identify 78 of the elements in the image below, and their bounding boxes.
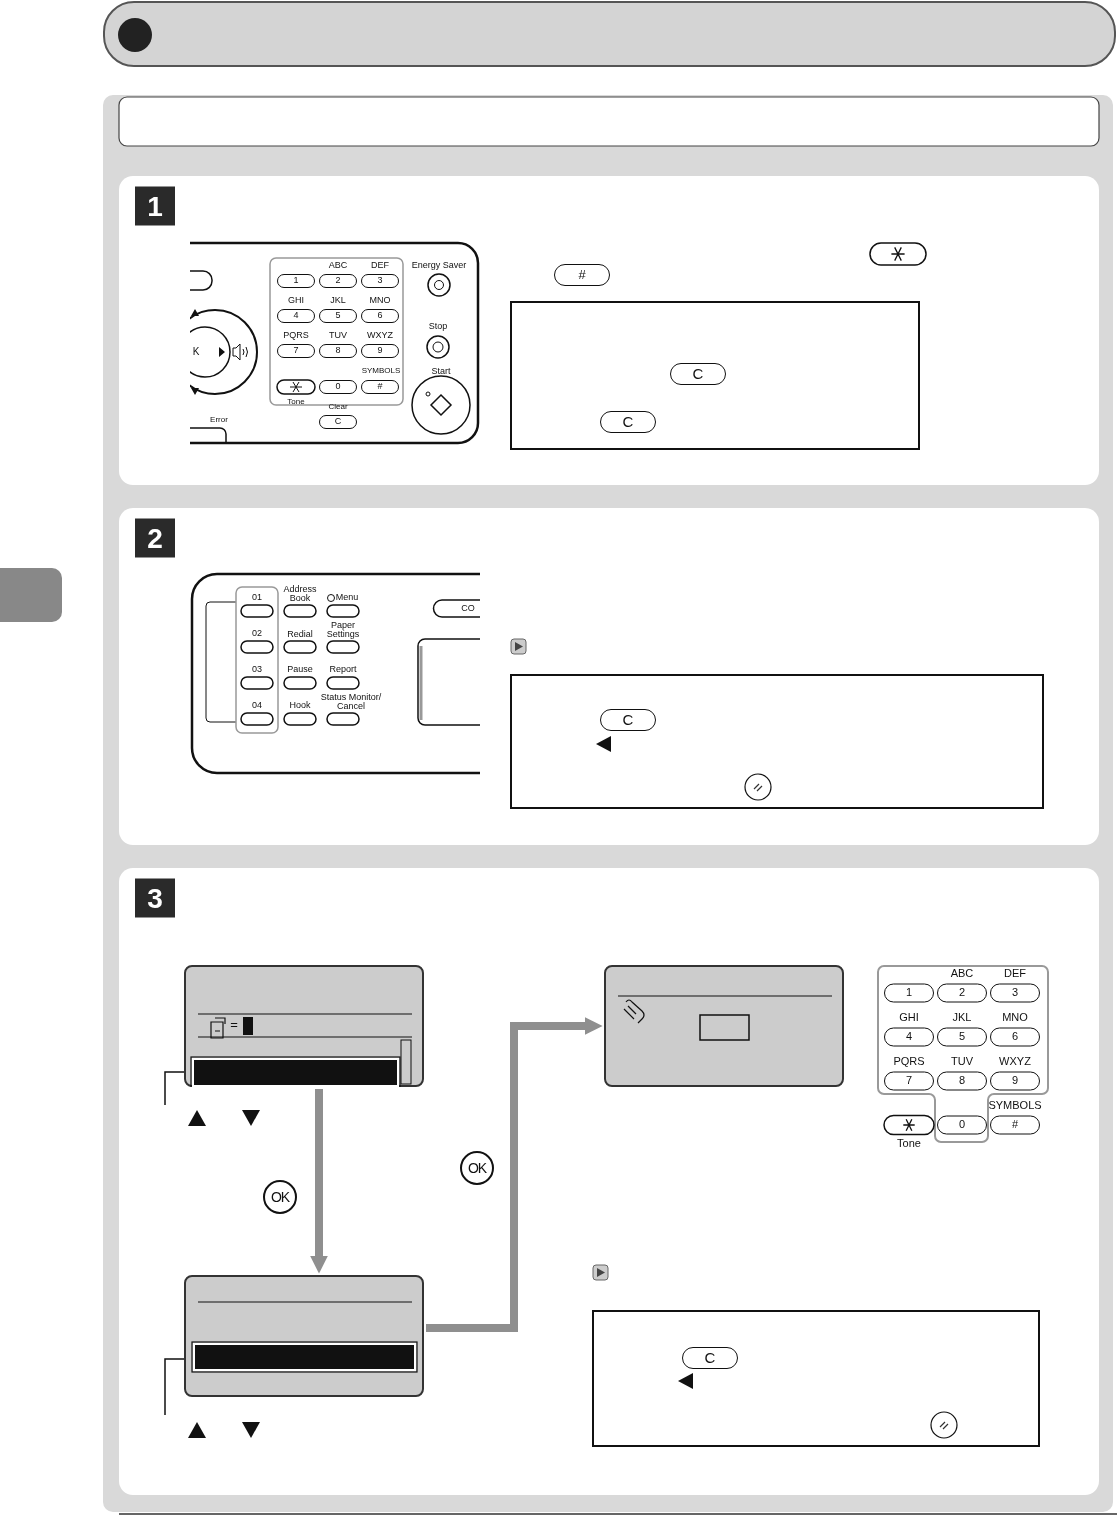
flow-arrow <box>310 1089 328 1274</box>
key-button: C <box>319 415 357 429</box>
screen-text: = <box>230 1018 238 1032</box>
key-button: C <box>600 709 656 731</box>
key-button: 6 <box>990 1027 1040 1047</box>
key-button: 5 <box>937 1027 987 1047</box>
lcd-screen <box>604 965 844 1087</box>
key-button: 1 <box>277 274 315 288</box>
button-label: Energy Saver <box>411 261 467 271</box>
key-button: 3 <box>361 274 399 288</box>
key-label: Report <box>329 665 357 675</box>
key-button: C <box>670 363 726 385</box>
key-button: 4 <box>884 1027 934 1047</box>
button-label: Clear <box>328 402 348 412</box>
key-letters: PQRS <box>893 1056 925 1068</box>
key-button: 9 <box>361 344 399 358</box>
key-button: 0 <box>937 1115 987 1135</box>
key-label: Pause <box>287 665 313 675</box>
lcd-screen <box>184 965 424 1087</box>
key-letters: DEF <box>1004 968 1026 980</box>
key-button: 7 <box>277 344 315 358</box>
key-label: 02 <box>252 629 262 639</box>
key-letters: SYMBOLS <box>361 366 401 376</box>
key-button: # <box>554 264 610 286</box>
key-button: 4 <box>277 309 315 323</box>
button-label: Start <box>431 367 451 377</box>
key-label: Menu <box>335 593 359 603</box>
step-number: 1 <box>135 186 175 226</box>
key-button: # <box>361 380 399 394</box>
key-button: C <box>600 411 656 433</box>
key-button: 2 <box>319 274 357 288</box>
leader-line <box>164 1071 185 1106</box>
key-letters: Tone <box>287 397 305 407</box>
key-letters: ABC <box>328 261 348 271</box>
key-letters: TUV <box>329 331 347 341</box>
step-number: 2 <box>135 518 175 558</box>
key-button: 7 <box>884 1071 934 1091</box>
key-button: C <box>682 1347 738 1369</box>
key-label: Hook <box>289 701 311 711</box>
key-button: 0 <box>319 380 357 394</box>
key-button: 9 <box>990 1071 1040 1091</box>
key-button: 6 <box>361 309 399 323</box>
key-button: # <box>990 1115 1040 1135</box>
step-number: 3 <box>135 878 175 918</box>
leader-line <box>164 1358 185 1416</box>
key-button: 8 <box>937 1071 987 1091</box>
key-label: 03 <box>252 665 262 675</box>
key-label: Redial <box>287 630 313 640</box>
key-label: Paper Settings <box>325 620 361 640</box>
key-button: 1 <box>884 983 934 1003</box>
key-letters: ABC <box>950 968 974 980</box>
key-letters: MNO <box>1002 1012 1028 1024</box>
key-letters: WXYZ <box>367 331 393 341</box>
button-label: Error <box>210 415 228 425</box>
key-letters: GHI <box>899 1012 919 1024</box>
key-label: 01 <box>252 593 262 603</box>
key-letters: Tone <box>897 1138 921 1150</box>
key-letters: DEF <box>371 261 389 271</box>
key-label: Address Book <box>282 584 318 604</box>
key-letters: WXYZ <box>999 1056 1031 1068</box>
key-button: 5 <box>319 309 357 323</box>
key-letters: JKL <box>330 296 346 306</box>
key-button: 2 <box>937 983 987 1003</box>
key-letters: MNO <box>369 296 391 306</box>
key-button: 3 <box>990 983 1040 1003</box>
flow-arrow <box>426 1017 603 1332</box>
key-letters: SYMBOLS <box>988 1100 1042 1112</box>
key-button: 8 <box>319 344 357 358</box>
button-label: Stop <box>428 322 448 332</box>
key-letters: PQRS <box>283 331 309 341</box>
key-letters: GHI <box>288 296 304 306</box>
key-letters: TUV <box>951 1056 973 1068</box>
button-label: CO <box>461 604 475 614</box>
key-label: Status Monitor/ Cancel <box>319 692 383 712</box>
lcd-screen <box>184 1275 424 1397</box>
key-label: 04 <box>252 701 262 711</box>
button-label: K <box>192 346 200 358</box>
key-letters: JKL <box>952 1012 972 1024</box>
